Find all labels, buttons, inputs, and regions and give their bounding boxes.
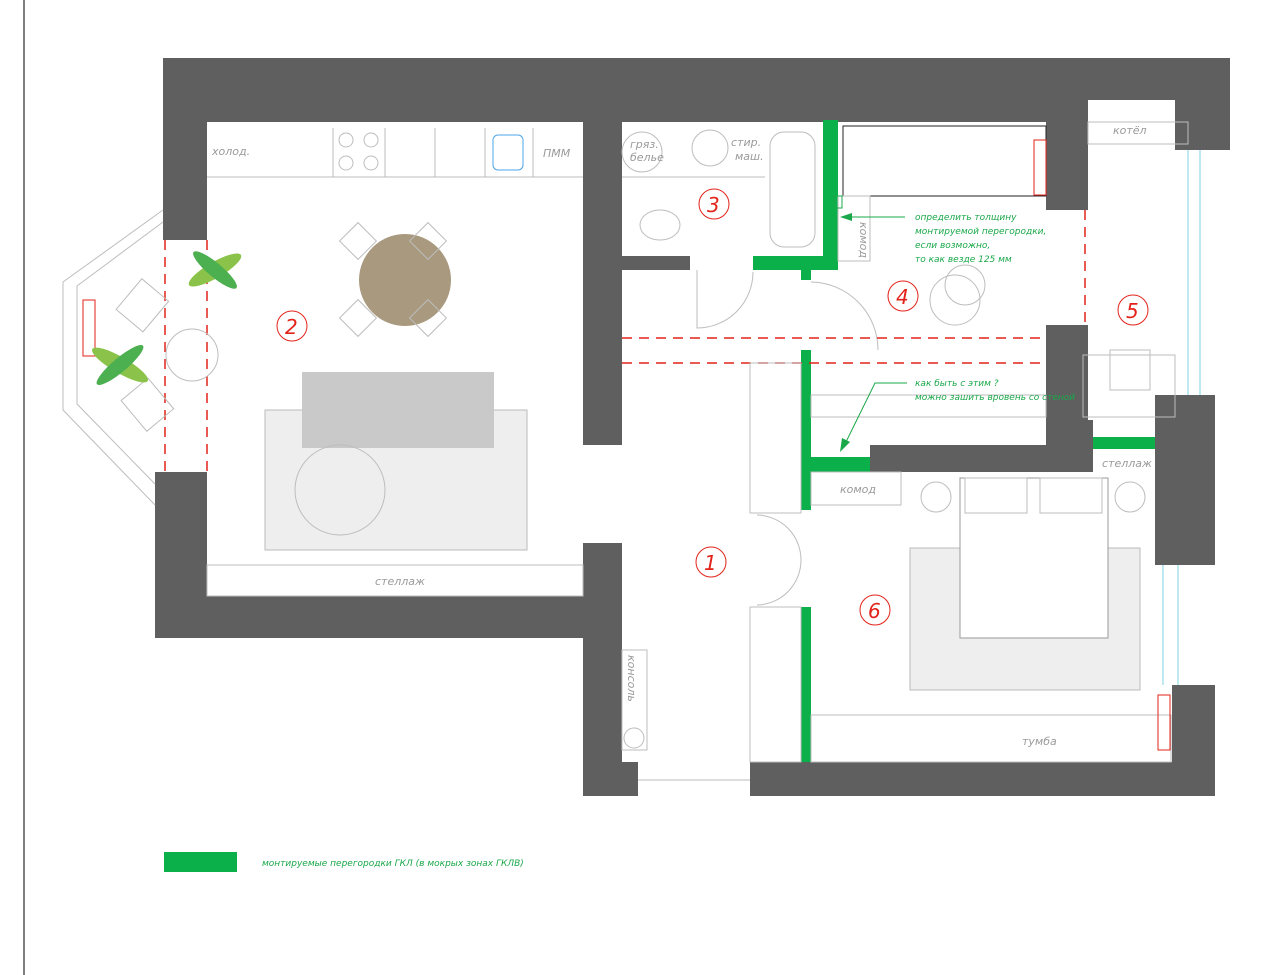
furniture-labels: холод. ПММ гряз. белье стир. маш. комод … [211, 124, 1152, 748]
note-line: монтируемой перегородки, [915, 227, 1046, 237]
label-shelving-living: стеллаж [375, 575, 425, 588]
living-area [206, 372, 584, 597]
room-number-1: 1 [704, 551, 717, 575]
room-numbers: 2 3 4 5 1 6 [276, 188, 1149, 626]
label-fridge: холод. [211, 145, 250, 158]
label-console: консоль [625, 655, 638, 702]
room-number-5: 5 [1126, 299, 1139, 323]
legend: монтируемые перегородки ГКЛ (в мокрых зо… [164, 852, 524, 872]
room-number-6: 6 [868, 599, 881, 623]
legend-label: монтируемые перегородки ГКЛ (в мокрых зо… [262, 859, 524, 869]
note-line: то как везде 125 мм [915, 255, 1012, 265]
kitchen [207, 128, 583, 338]
room-number-2: 2 [285, 315, 298, 339]
bathroom [621, 129, 879, 351]
label-boiler: котёл [1113, 124, 1147, 137]
note-line: как быть с этим ? [915, 379, 999, 389]
label-washer-2: маш. [735, 150, 764, 163]
room-number-3: 3 [707, 193, 720, 217]
room-number-4: 4 [896, 285, 909, 309]
note-line: если возможно, [915, 241, 990, 251]
balcony [1082, 121, 1201, 685]
note-line: определить толщину [915, 213, 1017, 223]
label-dresser-bedroom: комод [840, 483, 876, 496]
label-nightstand: тумба [1022, 735, 1057, 748]
label-laundry-2: белье [630, 151, 664, 164]
label-dishwasher: ПММ [543, 147, 571, 160]
label-shelving-balcony: стеллаж [1102, 457, 1152, 470]
hall-and-bedroom [621, 362, 1172, 781]
label-washer: стир. [731, 136, 761, 149]
partitions [753, 120, 1155, 762]
label-dresser-room4: комод [857, 222, 870, 258]
annotation-flush-wall: как быть с этим ? можно зашить вровень с… [840, 379, 1075, 452]
room-4 [622, 125, 1086, 418]
walls [155, 58, 1230, 796]
label-laundry: гряз. [630, 138, 659, 151]
annotation-partition-thickness: определить толщину монтируемой перегород… [833, 195, 1046, 265]
plant-icon [92, 251, 242, 386]
note-line: можно зашить вровень со стеной [915, 393, 1075, 403]
legend-swatch [164, 852, 237, 872]
